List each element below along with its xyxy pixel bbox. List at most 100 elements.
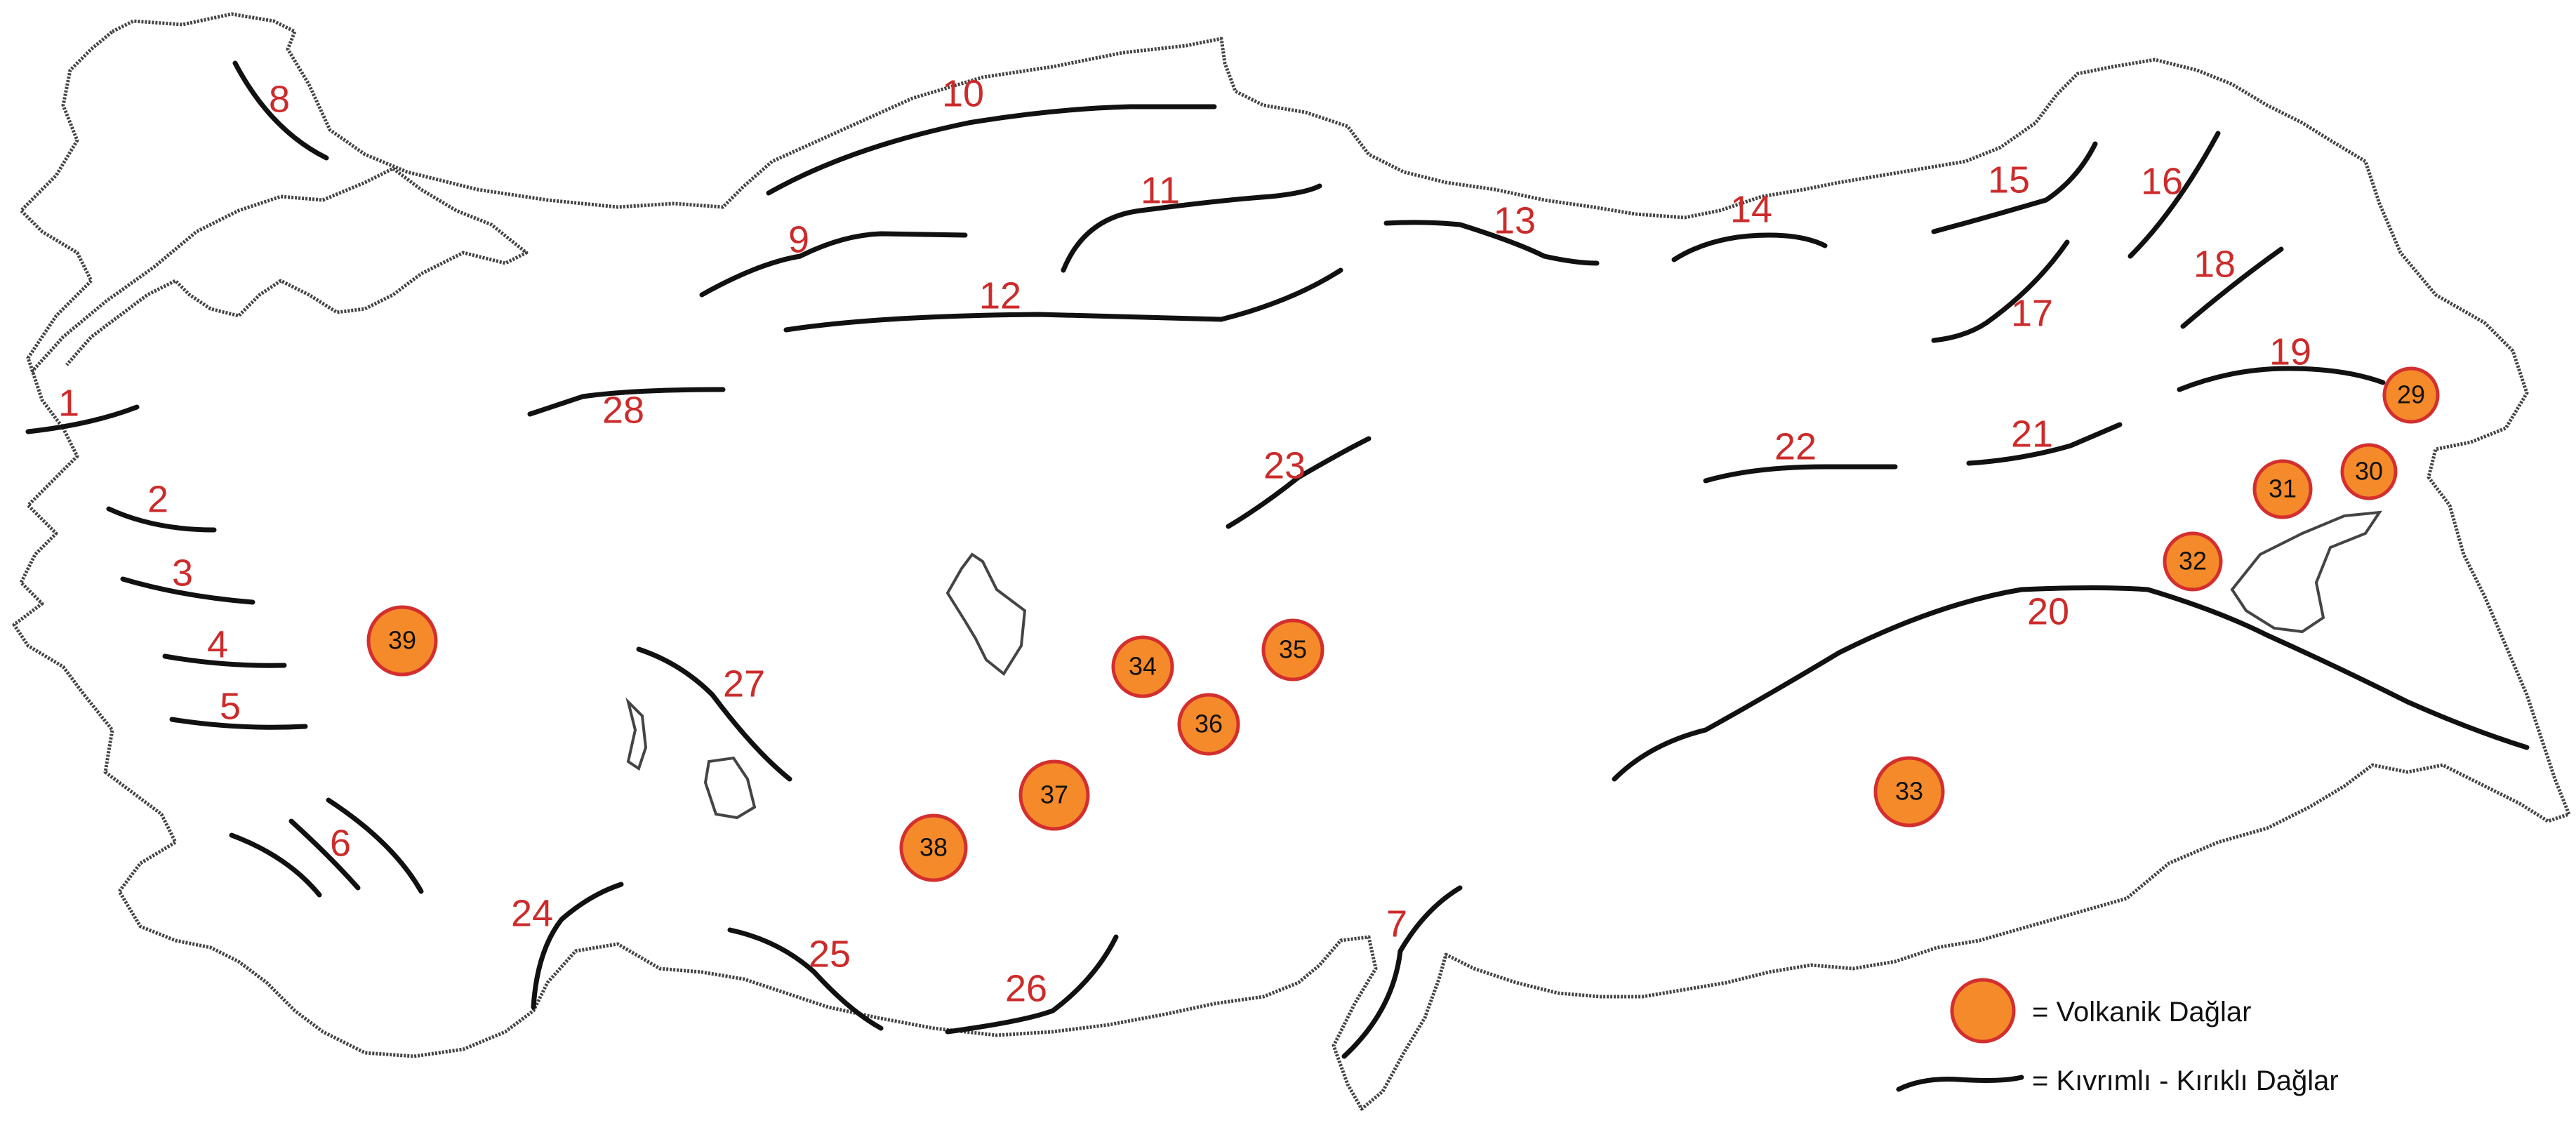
volcano-icon [899,813,968,882]
fold-range-line-9 [699,231,968,298]
fold-label-27: 27 [723,663,765,705]
legend-fold-line-icon [1896,1075,2024,1092]
fold-range-line-13 [1383,220,1600,266]
lake-beysehir [703,756,757,820]
volcano-label-35: 35 [1279,635,1307,664]
volcano-label-30: 30 [2355,457,2383,486]
volcano-marker-34: 34 [1111,635,1174,698]
lake-egirdir [625,697,648,771]
fold-range-labels: 1 2 3 4 5 6 7 8 9 10 11 12 13 14 15 16 1… [58,72,2311,1009]
marmara-coast [30,166,529,373]
fold-label-16: 16 [2141,160,2183,202]
fold-label-2: 2 [147,478,168,520]
fold-range-line-27 [636,646,792,782]
fold-label-26: 26 [1005,967,1047,1009]
volcano-marker-35: 35 [1261,618,1324,682]
volcano-label-32: 32 [2179,547,2207,576]
volcano-icon [2252,459,2313,519]
legend-fold-fault-label: = Kıvrımlı - Kırıklı Dağlar [2032,1065,2339,1096]
fold-range-line-8 [232,60,329,161]
fold-label-12: 12 [979,274,1021,317]
country-outline [12,12,2571,1111]
lake-van [2230,510,2383,634]
fold-range-line-2 [106,506,217,533]
fold-label-11: 11 [1141,169,1180,211]
volcano-label-39: 39 [388,626,416,655]
volcano-icon [2340,443,2398,500]
fold-range-line-14 [1671,232,1828,262]
lake-tuz [945,552,1027,676]
fold-range-line-10 [766,104,1217,196]
volcano-icon [1177,693,1240,756]
volcano-label-33: 33 [1895,777,1923,806]
fold-range-line-17 [1931,239,2070,343]
fold-range-line-23 [1226,436,1372,529]
fold-range-line-5 [169,717,308,730]
fold-label-17: 17 [2011,292,2053,334]
fold-range-line-12 [783,267,1343,333]
volcano-label-36: 36 [1195,710,1223,738]
fold-range-line-6c [326,797,424,894]
fold-range-line-19 [2177,366,2386,392]
fold-label-6: 6 [330,822,351,864]
fold-range-line-3 [120,576,255,605]
fold-label-8: 8 [269,78,290,120]
fold-label-4: 4 [207,623,228,665]
fold-mountain-lines [25,60,2530,1059]
volcano-icon [1018,759,1090,831]
volcano-marker-38: 38 [899,813,968,882]
volcano-marker-29: 29 [2382,366,2440,424]
fold-label-3: 3 [172,552,193,594]
fold-range-line-25 [727,927,884,1031]
fold-label-22: 22 [1774,425,1817,467]
fold-label-21: 21 [2011,413,2053,455]
fold-range-line-6a [229,832,322,898]
volcano-marker-36: 36 [1177,693,1240,756]
fold-range-line-11 [1061,183,1322,273]
fold-range-line-20 [1612,585,2530,782]
fold-label-25: 25 [809,933,851,975]
fold-range-line-16 [2127,131,2221,259]
volcano-marker-37: 37 [1018,759,1090,831]
fold-range-line-1 [25,404,140,434]
fold-range-line-22 [1703,464,1898,484]
fold-label-10: 10 [942,72,984,114]
volcano-label-34: 34 [1129,652,1157,681]
fold-label-13: 13 [1494,199,1536,241]
fold-label-5: 5 [220,685,241,727]
fold-label-9: 9 [788,218,809,260]
volcano-label-37: 37 [1040,780,1068,809]
legend-volcanic-label: = Volkanik Dağlar [2032,997,2252,1028]
fold-range-line-21 [1966,422,2123,466]
fold-label-15: 15 [1988,159,2030,201]
legend [1896,978,2024,1092]
volcano-label-29: 29 [2397,380,2425,409]
volcano-icon [2163,531,2223,592]
fold-label-14: 14 [1730,188,1772,230]
fold-label-7: 7 [1386,903,1407,945]
volcano-marker-33: 33 [1873,756,1945,827]
fold-range-line-18 [2180,246,2284,329]
fold-range-line-26 [945,934,1119,1035]
fold-label-23: 23 [1263,444,1306,486]
volcano-marker-32: 32 [2163,531,2223,592]
fold-range-line-15 [1931,141,2098,234]
fold-label-1: 1 [58,382,79,424]
fold-label-20: 20 [2027,590,2069,632]
fold-range-line-4 [162,653,287,668]
fold-range-line-6b [288,818,361,891]
volcano-marker-30: 30 [2340,443,2398,500]
volcano-icon [1873,756,1945,827]
fold-range-line-28 [527,387,726,417]
volcano-label-31: 31 [2269,474,2297,503]
volcano-markers: 29 30 31 32 33 34 35 36 [366,366,2440,882]
volcano-icon [1261,618,1324,682]
volcano-icon [2382,366,2440,424]
volcano-label-38: 38 [919,833,948,862]
legend-volcano-icon [1950,978,2016,1044]
fold-label-24: 24 [511,892,553,934]
volcano-icon [366,605,438,677]
volcano-marker-39: 39 [366,605,438,677]
volcano-marker-31: 31 [2252,459,2313,519]
